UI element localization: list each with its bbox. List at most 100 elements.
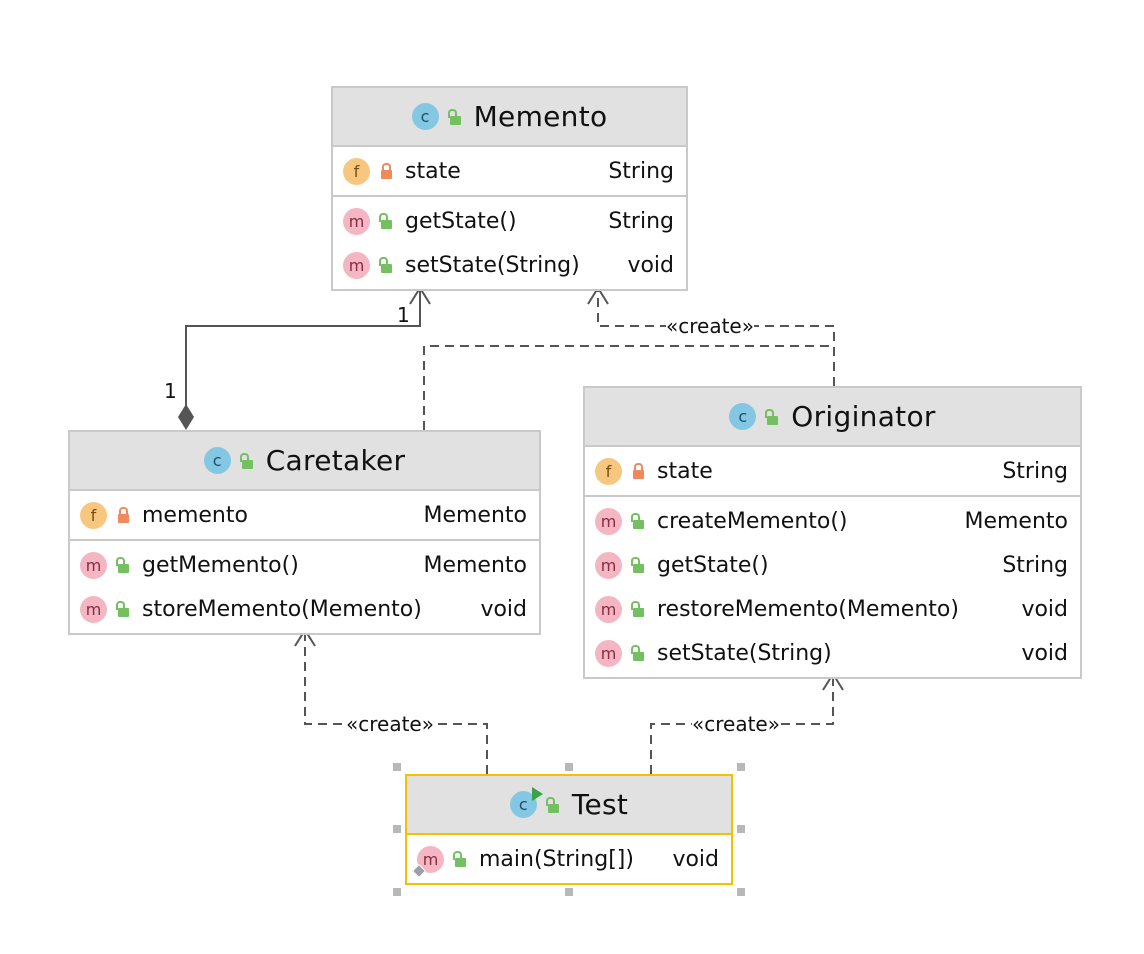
public-lock-icon — [631, 601, 645, 617]
private-lock-icon — [117, 507, 130, 523]
field-row-state[interactable]: f state String — [585, 449, 1080, 493]
field-icon: f — [343, 157, 370, 185]
runnable-class-icon: c — [509, 787, 543, 818]
method-name: setState(String) — [405, 252, 580, 278]
class-title: Caretaker — [265, 444, 406, 477]
selection-handle-top-left[interactable] — [393, 763, 401, 771]
field-icon: f — [595, 457, 622, 485]
field-name: state — [405, 158, 461, 184]
class-title: Originator — [791, 400, 936, 433]
selection-handle-bottom[interactable] — [565, 888, 573, 896]
public-lock-icon — [379, 257, 393, 273]
method-name: storeMemento(Memento) — [142, 596, 422, 622]
private-lock-icon — [380, 163, 393, 179]
public-lock-icon — [239, 452, 254, 469]
method-icon: m — [343, 251, 370, 279]
method-name: getState() — [405, 208, 517, 234]
dependency-line-originator-memento[interactable] — [597, 288, 835, 386]
methods-section: m main(String[]) void — [407, 835, 731, 883]
method-name: getMemento() — [142, 552, 299, 578]
class-header-originator[interactable]: c Originator — [585, 388, 1080, 447]
class-header-caretaker[interactable]: c Caretaker — [70, 432, 539, 491]
class-title: Test — [571, 788, 629, 821]
methods-section: m getState() String m setState(String) v… — [333, 197, 686, 289]
field-type: String — [1002, 458, 1068, 484]
method-icon: m — [80, 551, 107, 579]
method-return-type: Memento — [964, 508, 1068, 534]
selection-handle-top[interactable] — [565, 763, 573, 771]
class-icon: c — [203, 447, 231, 474]
public-lock-icon — [631, 513, 645, 529]
public-lock-icon — [116, 557, 130, 573]
multiplicity-label-caretaker-end: 1 — [164, 379, 177, 403]
method-icon: m — [595, 551, 622, 579]
public-lock-icon — [379, 213, 393, 229]
class-header-test[interactable]: c Test — [407, 776, 731, 835]
method-return-type: void — [1021, 596, 1068, 622]
field-icon: f — [80, 501, 107, 529]
class-box-test[interactable]: c Test m main(String[]) void — [405, 774, 733, 885]
fields-section: f state String — [333, 147, 686, 197]
method-return-type: void — [480, 596, 527, 622]
methods-section: m getMemento() Memento m storeMemento(Me… — [70, 541, 539, 633]
method-row-restorememento[interactable]: m restoreMemento(Memento) void — [585, 587, 1080, 631]
static-method-icon: m — [411, 845, 444, 878]
method-row-setstate[interactable]: m setState(String) void — [585, 631, 1080, 675]
fields-section: f memento Memento — [70, 491, 539, 541]
method-row-setstate[interactable]: m setState(String) void — [333, 243, 686, 287]
method-row-creatememento[interactable]: m createMemento() Memento — [585, 499, 1080, 543]
fields-section: f state String — [585, 447, 1080, 497]
field-type: String — [608, 158, 674, 184]
public-lock-icon — [765, 408, 779, 425]
selection-handle-bottom-right[interactable] — [737, 888, 745, 896]
method-icon: m — [595, 595, 622, 623]
field-type: Memento — [423, 502, 527, 528]
method-name: main(String[]) — [479, 846, 634, 872]
method-return-type: void — [627, 252, 674, 278]
method-name: getState() — [657, 552, 769, 578]
public-lock-icon — [453, 851, 467, 867]
dependency-line-test-caretaker[interactable] — [304, 630, 488, 774]
method-return-type: String — [608, 208, 674, 234]
dependency-line-caretaker-memento[interactable] — [423, 345, 834, 430]
selection-handle-top-right[interactable] — [737, 763, 745, 771]
class-box-originator[interactable]: c Originator f state String m createMeme… — [583, 386, 1082, 679]
method-row-getstate[interactable]: m getState() String — [333, 199, 686, 243]
class-header-memento[interactable]: c Memento — [333, 88, 686, 147]
composition-line-caretaker-memento[interactable] — [185, 288, 421, 418]
public-lock-icon — [631, 645, 645, 661]
method-row-getstate[interactable]: m getState() String — [585, 543, 1080, 587]
field-name: memento — [142, 502, 248, 528]
class-icon: c — [411, 103, 439, 130]
method-name: setState(String) — [657, 640, 832, 666]
selection-handle-right[interactable] — [737, 825, 745, 833]
method-icon: m — [80, 595, 107, 623]
selection-handle-bottom-left[interactable] — [393, 888, 401, 896]
method-return-type: void — [672, 846, 719, 872]
field-row-state[interactable]: f state String — [333, 149, 686, 193]
field-name: state — [657, 458, 713, 484]
method-return-type: String — [1002, 552, 1068, 578]
method-row-storememento[interactable]: m storeMemento(Memento) void — [70, 587, 539, 631]
class-icon: c — [729, 403, 757, 430]
create-label-test-caretaker: «create» — [346, 712, 434, 736]
method-return-type: void — [1021, 640, 1068, 666]
composition-diamond — [178, 404, 194, 430]
create-label-originator-memento: «create» — [666, 314, 754, 338]
method-row-getmemento[interactable]: m getMemento() Memento — [70, 543, 539, 587]
class-box-caretaker[interactable]: c Caretaker f memento Memento m getMemen… — [68, 430, 541, 635]
selection-handle-left[interactable] — [393, 825, 401, 833]
method-name: createMemento() — [657, 508, 848, 534]
class-title: Memento — [473, 100, 608, 133]
run-icon — [531, 787, 543, 801]
method-row-main[interactable]: m main(String[]) void — [407, 837, 731, 881]
method-icon: m — [343, 207, 370, 235]
methods-section: m createMemento() Memento m getState() S… — [585, 497, 1080, 677]
multiplicity-label-memento-end: 1 — [397, 303, 410, 327]
public-lock-icon — [447, 108, 462, 125]
class-box-memento[interactable]: c Memento f state String m getState() St… — [331, 86, 688, 291]
method-return-type: Memento — [423, 552, 527, 578]
field-row-memento[interactable]: f memento Memento — [70, 493, 539, 537]
method-icon: m — [595, 507, 622, 535]
